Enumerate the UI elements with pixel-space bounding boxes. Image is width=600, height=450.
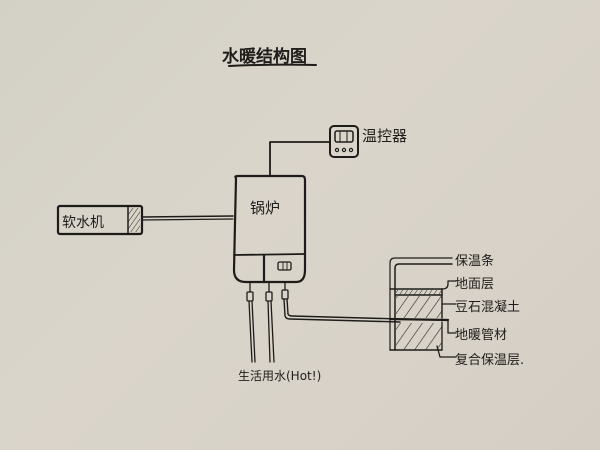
softener-pipe [141, 215, 234, 218]
layer-label-composite-insulation: 复合保温层. [455, 353, 525, 368]
water-softener-label: 软水机 [62, 215, 104, 231]
boiler-label: 锅炉 [250, 199, 281, 217]
title-underline [228, 63, 317, 67]
layer-label-heating-pipe: 地暖管材 [455, 328, 508, 343]
domestic-water-label: 生活用水(Hot!) [238, 369, 322, 383]
thermostat-icon [329, 125, 359, 158]
boiler-icon [232, 174, 307, 284]
floor-cross-section [388, 257, 457, 358]
thermostat-wire [269, 141, 331, 177]
thermostat-label: 温控器 [362, 127, 408, 145]
layer-label-concrete: 豆石混凝土 [455, 300, 521, 315]
layer-label-insulation-strip: 保温条 [455, 254, 495, 269]
layer-label-surface: 地面层 [455, 277, 495, 292]
boiler-pipes [246, 281, 401, 363]
diagram-title: 水暖结构图 [222, 47, 307, 67]
